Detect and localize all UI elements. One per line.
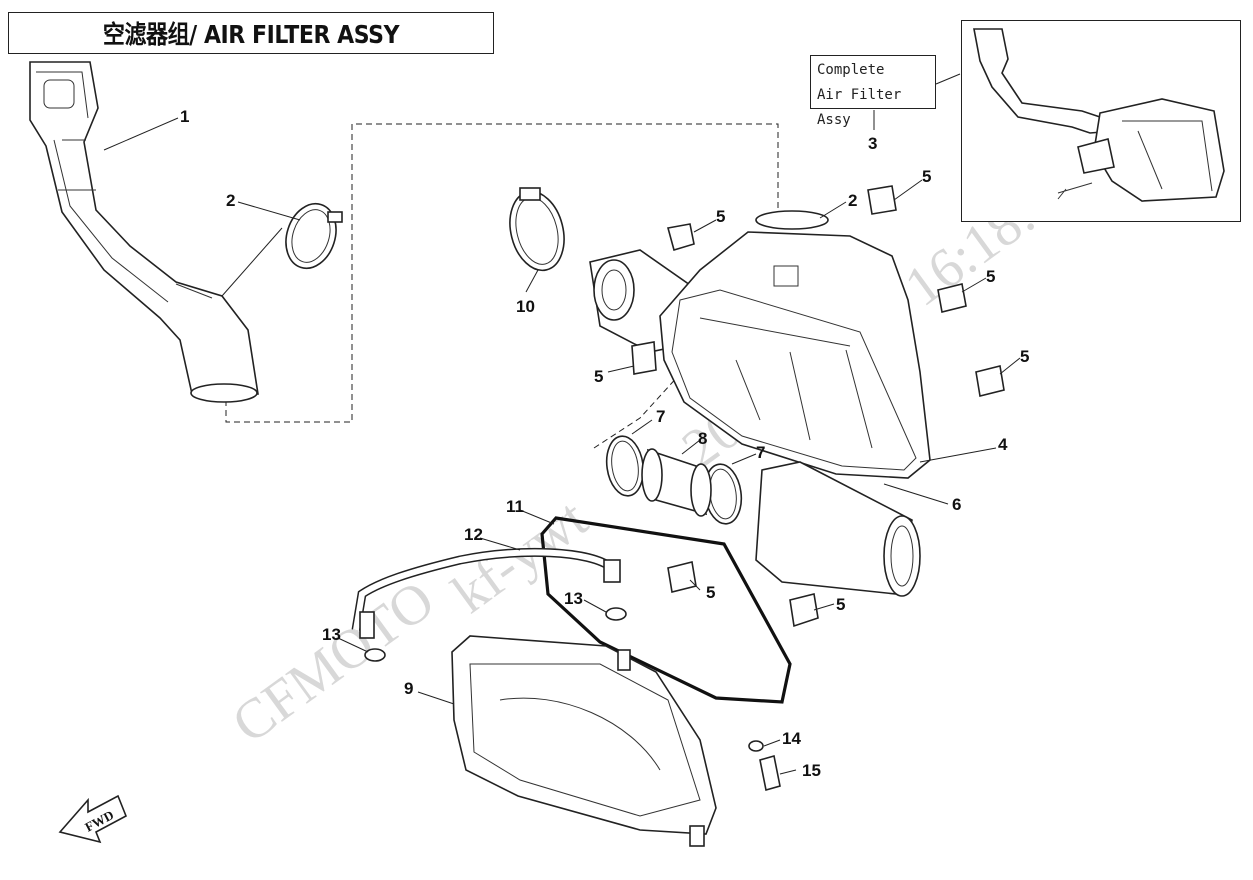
callout-15: 15 xyxy=(802,761,821,780)
callout-1: 1 xyxy=(180,107,189,126)
assembly-label-box: Complete Air Filter Assy xyxy=(810,55,936,128)
leader-lines xyxy=(103,73,1021,775)
intake-duct-part xyxy=(29,61,259,403)
callout-9: 9 xyxy=(404,679,413,698)
callout-14: 14 xyxy=(782,729,801,748)
callout-5-f: 5 xyxy=(706,583,715,602)
callout-2-housing: 2 xyxy=(848,191,857,210)
callout-5-e: 5 xyxy=(594,367,603,386)
fwd-arrow-icon: FWD xyxy=(58,794,128,844)
callout-8: 8 xyxy=(698,429,707,448)
inset-drawing xyxy=(973,28,1225,202)
callout-13-b: 13 xyxy=(564,589,583,608)
callout-2-clamp: 2 xyxy=(226,191,235,210)
callout-12: 12 xyxy=(464,525,483,544)
assembly-label-line2: Air Filter Assy xyxy=(817,87,902,128)
diagram-title: 空滤器组/ AIR FILTER ASSY xyxy=(102,20,400,49)
title-box: 空滤器组/ AIR FILTER ASSY xyxy=(8,12,494,54)
drain-plug-parts xyxy=(748,740,781,792)
retaining-clips xyxy=(631,185,1005,628)
callout-3: 3 xyxy=(868,134,877,153)
airbox-lower-housing xyxy=(451,635,717,847)
callout-7-a: 7 xyxy=(656,407,665,426)
hose-clamp-left xyxy=(285,202,343,270)
callout-5-d: 5 xyxy=(1020,347,1029,366)
filter-element-part xyxy=(755,461,921,597)
callout-labels: 1 2 2 3 4 5 5 5 5 5 5 5 6 7 7 8 9 10 11 … xyxy=(180,107,1029,780)
callout-5-c: 5 xyxy=(986,267,995,286)
callout-5-g: 5 xyxy=(836,595,845,614)
hose-clips xyxy=(364,607,627,662)
callout-6: 6 xyxy=(952,495,961,514)
callout-11: 11 xyxy=(506,497,524,516)
connector-tube-part xyxy=(641,448,712,517)
airbox-upper-housing xyxy=(659,210,931,479)
complete-assembly-inset xyxy=(961,20,1241,222)
drain-hose-part xyxy=(351,547,621,639)
assembly-label-line1: Complete xyxy=(817,62,885,78)
small-hose-clamps xyxy=(605,435,743,525)
clamp-ring-part xyxy=(509,187,565,272)
callout-7-b: 7 xyxy=(756,443,765,462)
watermark-brand: CFMOTO xyxy=(221,569,445,756)
callout-5-b: 5 xyxy=(716,207,725,226)
callout-4: 4 xyxy=(998,435,1008,454)
callout-13-a: 13 xyxy=(322,625,341,644)
callout-10: 10 xyxy=(516,297,535,316)
callout-5-a: 5 xyxy=(922,167,931,186)
